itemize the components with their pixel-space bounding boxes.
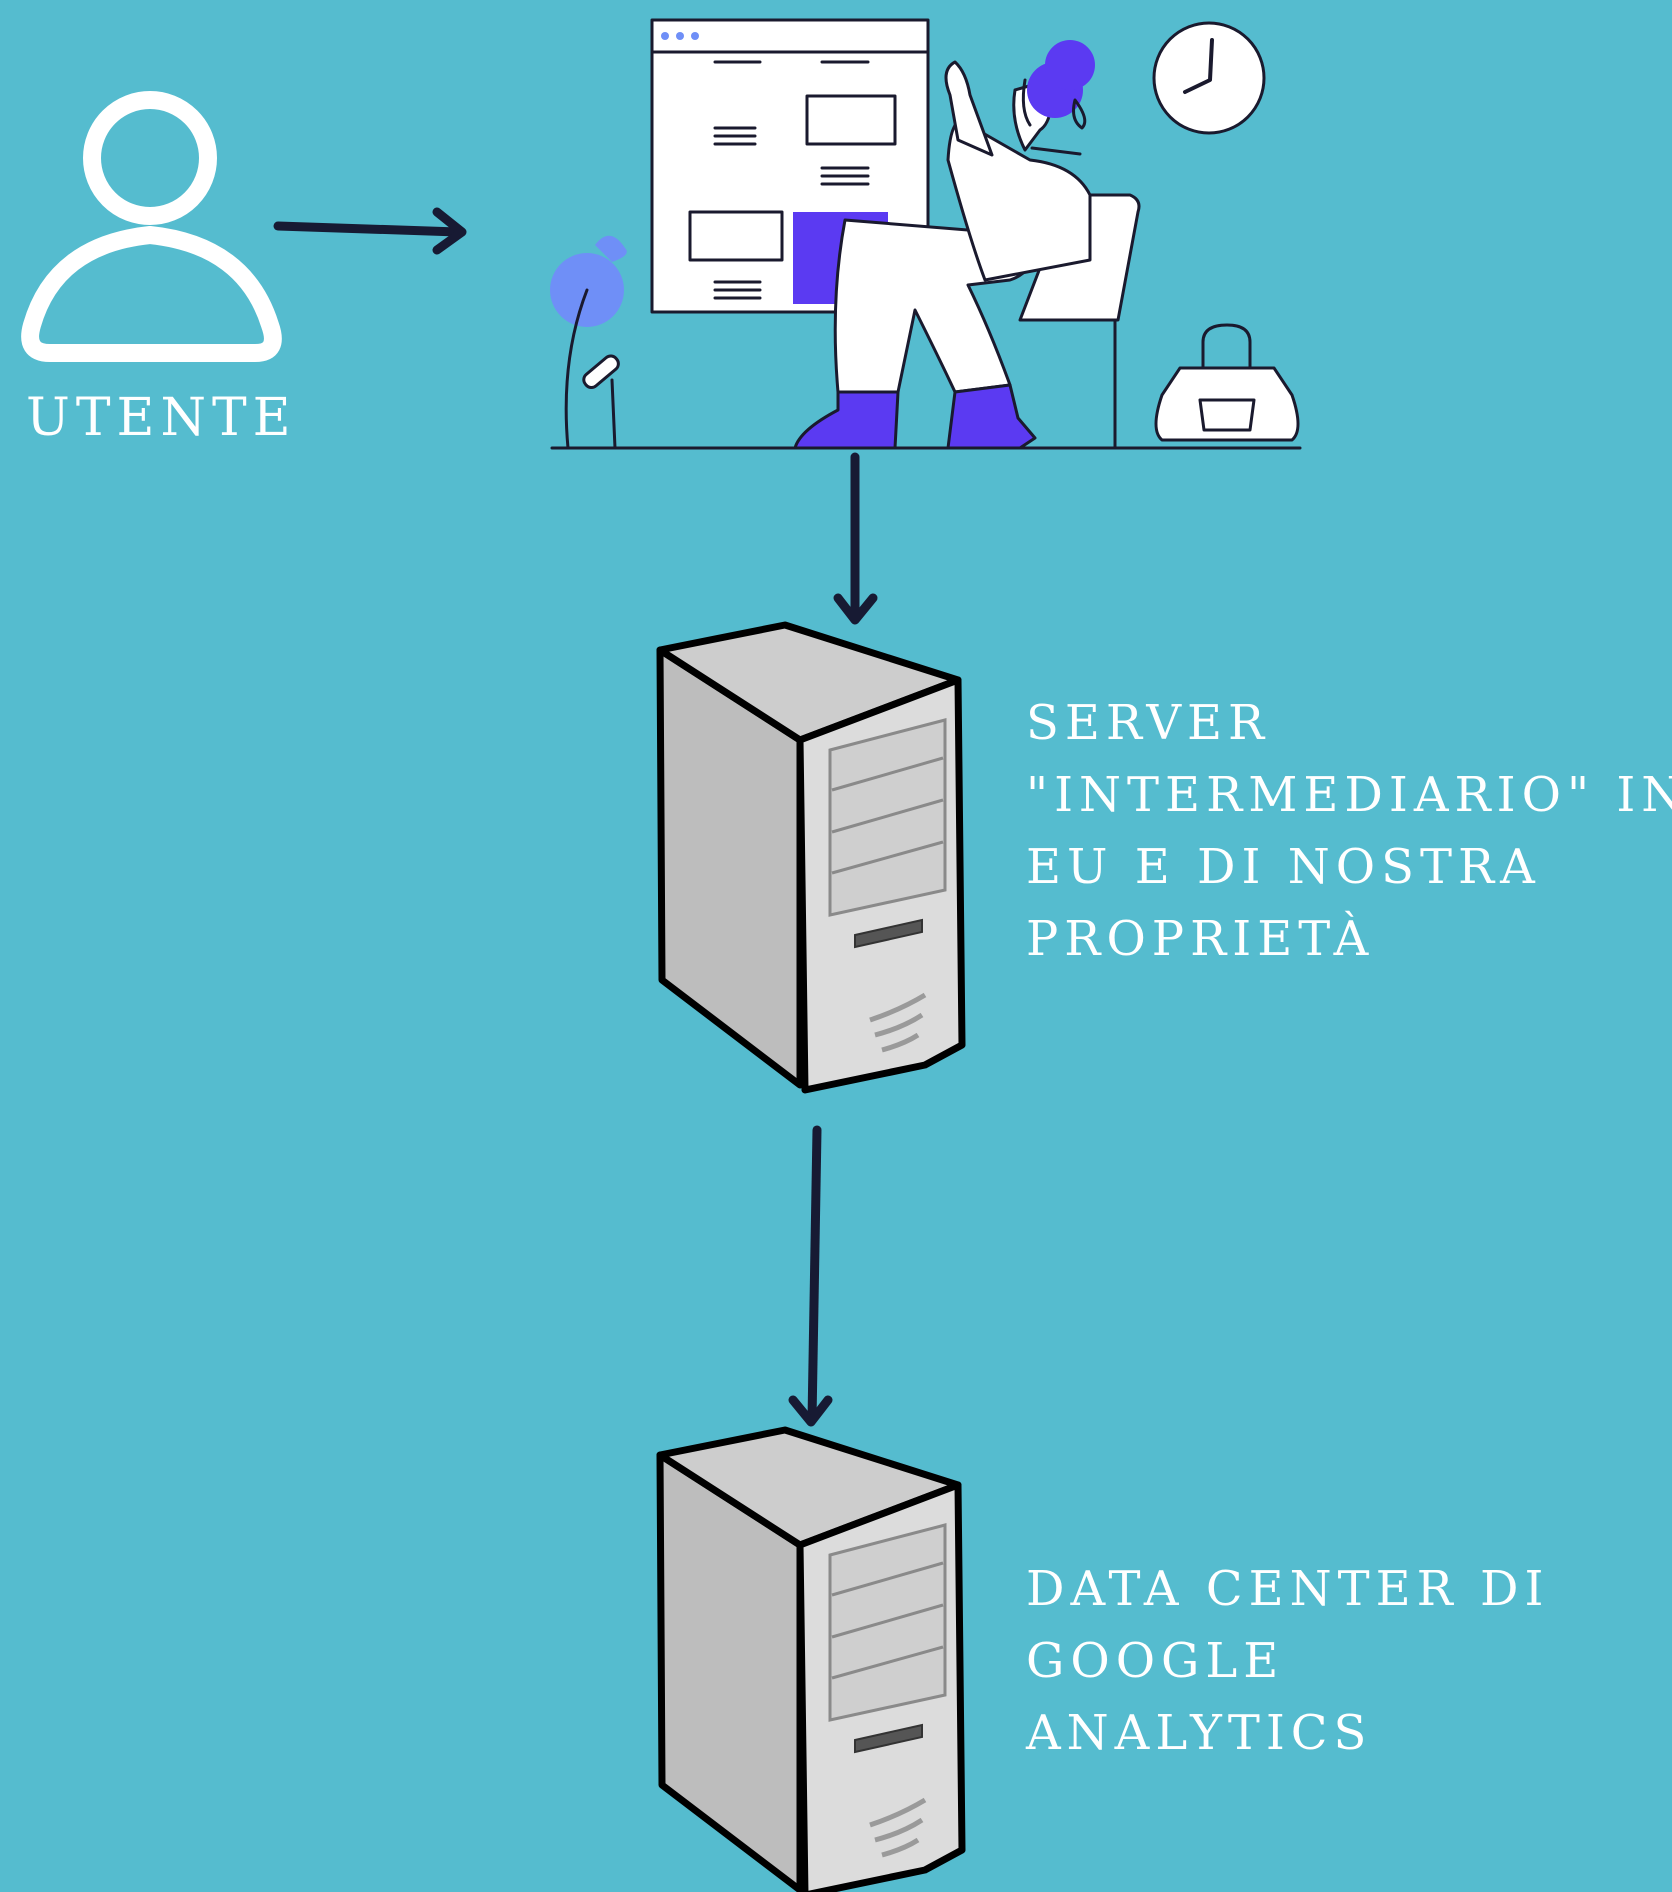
user-label: UTENTE: [26, 388, 297, 448]
google-datacenter-label: DATA CENTER DI GOOGLE ANALYTICS: [1026, 1553, 1550, 1769]
intermediary-server-label-line: PROPRIETÀ: [1026, 911, 1375, 967]
arrow-website-to-server: [833, 452, 878, 625]
google-datacenter-label-line: GOOGLE: [1026, 1633, 1285, 1689]
website-illustration: [550, 18, 1302, 450]
intermediary-server-label-line: SERVER: [1026, 695, 1271, 751]
arrow-user-to-website: [273, 207, 467, 255]
intermediary-server-label-line: EU E DI NOSTRA: [1026, 839, 1541, 895]
intermediary-server-label: SERVER "INTERMEDIARIO" IN EU E DI NOSTRA…: [1026, 687, 1672, 975]
user-icon: [21, 91, 282, 362]
arrow-server-to-datacenter: [788, 1125, 833, 1427]
google-datacenter-label-line: ANALYTICS: [1026, 1705, 1373, 1761]
google-datacenter-label-line: DATA CENTER DI: [1026, 1561, 1550, 1617]
intermediary-server-label-line: "INTERMEDIARIO" IN: [1026, 767, 1672, 823]
